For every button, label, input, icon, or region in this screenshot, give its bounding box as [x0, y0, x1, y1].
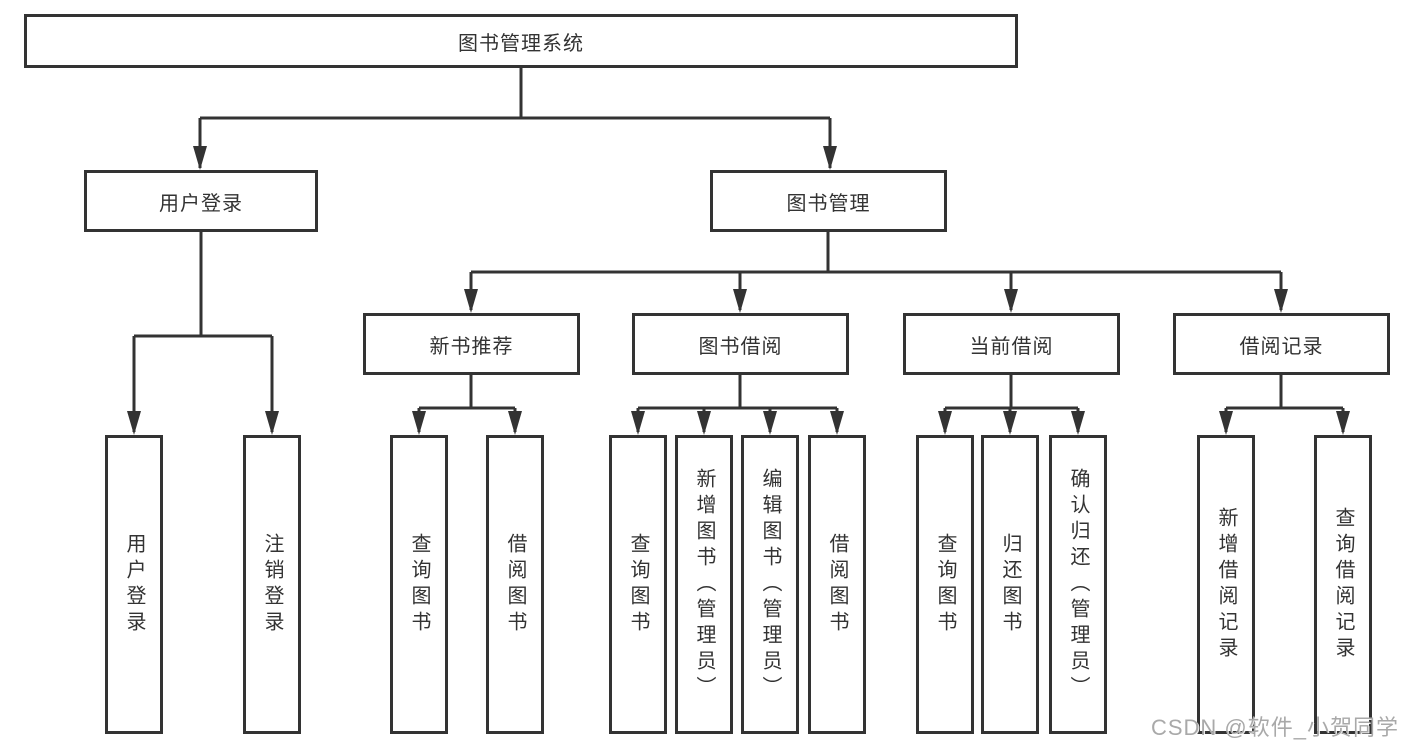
leaf-add-book-admin: 新增图书（管理员）: [675, 435, 733, 734]
leaf-return-book: 归还图书: [981, 435, 1039, 734]
node-current-borrowing: 当前借阅: [903, 313, 1120, 375]
watermark: CSDN @软件_小贺同学: [1150, 715, 1399, 740]
node-user-login: 用户登录: [84, 170, 318, 232]
leaf-query-books-1: 查询图书: [390, 435, 448, 734]
leaf-borrow-books-1: 借阅图书: [486, 435, 544, 734]
leaf-query-borrow-record: 查询借阅记录: [1314, 435, 1372, 734]
node-new-book-recommend: 新书推荐: [363, 313, 580, 375]
node-book-management: 图书管理: [710, 170, 947, 232]
leaf-user-login: 用户登录: [105, 435, 163, 734]
node-book-borrowing: 图书借阅: [632, 313, 849, 375]
node-borrowing-records: 借阅记录: [1173, 313, 1390, 375]
leaf-confirm-return-admin: 确认归还（管理员）: [1049, 435, 1107, 734]
leaf-query-books-3: 查询图书: [916, 435, 974, 734]
leaf-edit-book-admin: 编辑图书（管理员）: [741, 435, 799, 734]
node-library-system: 图书管理系统: [24, 14, 1018, 68]
leaf-add-borrow-record: 新增借阅记录: [1197, 435, 1255, 734]
leaf-logout: 注销登录: [243, 435, 301, 734]
leaf-query-books-2: 查询图书: [609, 435, 667, 734]
leaf-borrow-books-2: 借阅图书: [808, 435, 866, 734]
